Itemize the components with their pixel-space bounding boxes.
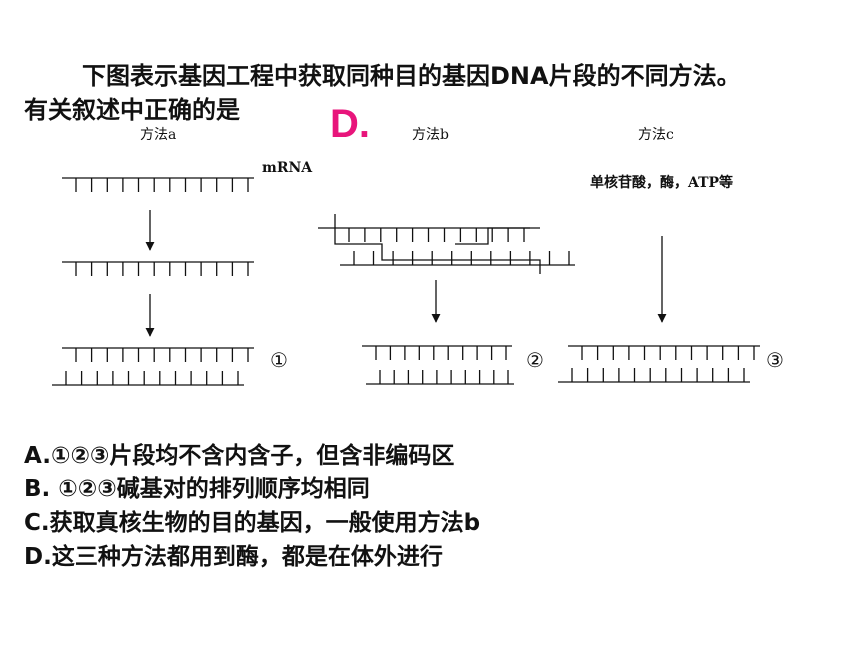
c-product-bottom (558, 368, 750, 383)
answer-mark: D. (330, 102, 370, 146)
method-b-fragment-gap (455, 227, 540, 245)
a-product-top (62, 347, 254, 362)
c-product-top (568, 345, 760, 360)
option-a[interactable]: A.①②③片段均不含内含子，但含非编码区 (24, 443, 455, 469)
product-1-marker: ① (270, 348, 288, 372)
method-b-label: 方法b (412, 127, 449, 143)
option-c[interactable]: C.获取真核生物的目的基因，一般使用方法b (24, 510, 481, 536)
b-fragment-bottom (340, 251, 575, 266)
b-product-bottom (366, 370, 514, 385)
method-a-label: 方法a (140, 127, 177, 143)
product-2-marker: ② (526, 348, 544, 372)
method-c-materials: 单核苷酸，酶，ATP等 (590, 175, 734, 191)
option-d[interactable]: D.这三种方法都用到酶，都是在体外进行 (24, 544, 443, 570)
product-3-marker: ③ (766, 348, 784, 372)
b-product-top (362, 345, 512, 360)
a-mrna-strand (62, 177, 254, 192)
b-fragment-top (335, 227, 530, 242)
method-c-label: 方法c (638, 127, 674, 143)
a-cdna-strand (62, 261, 254, 276)
a-product-bottom (52, 371, 244, 386)
question-line-2: 有关叙述中正确的是 (24, 96, 240, 124)
option-b[interactable]: B. ①②③碱基对的排列顺序均相同 (24, 476, 370, 502)
question-line-1: 下图表示基因工程中获取同种目的基因DNA片段的不同方法。 (82, 62, 741, 90)
mrna-label: mRNA (262, 160, 313, 176)
